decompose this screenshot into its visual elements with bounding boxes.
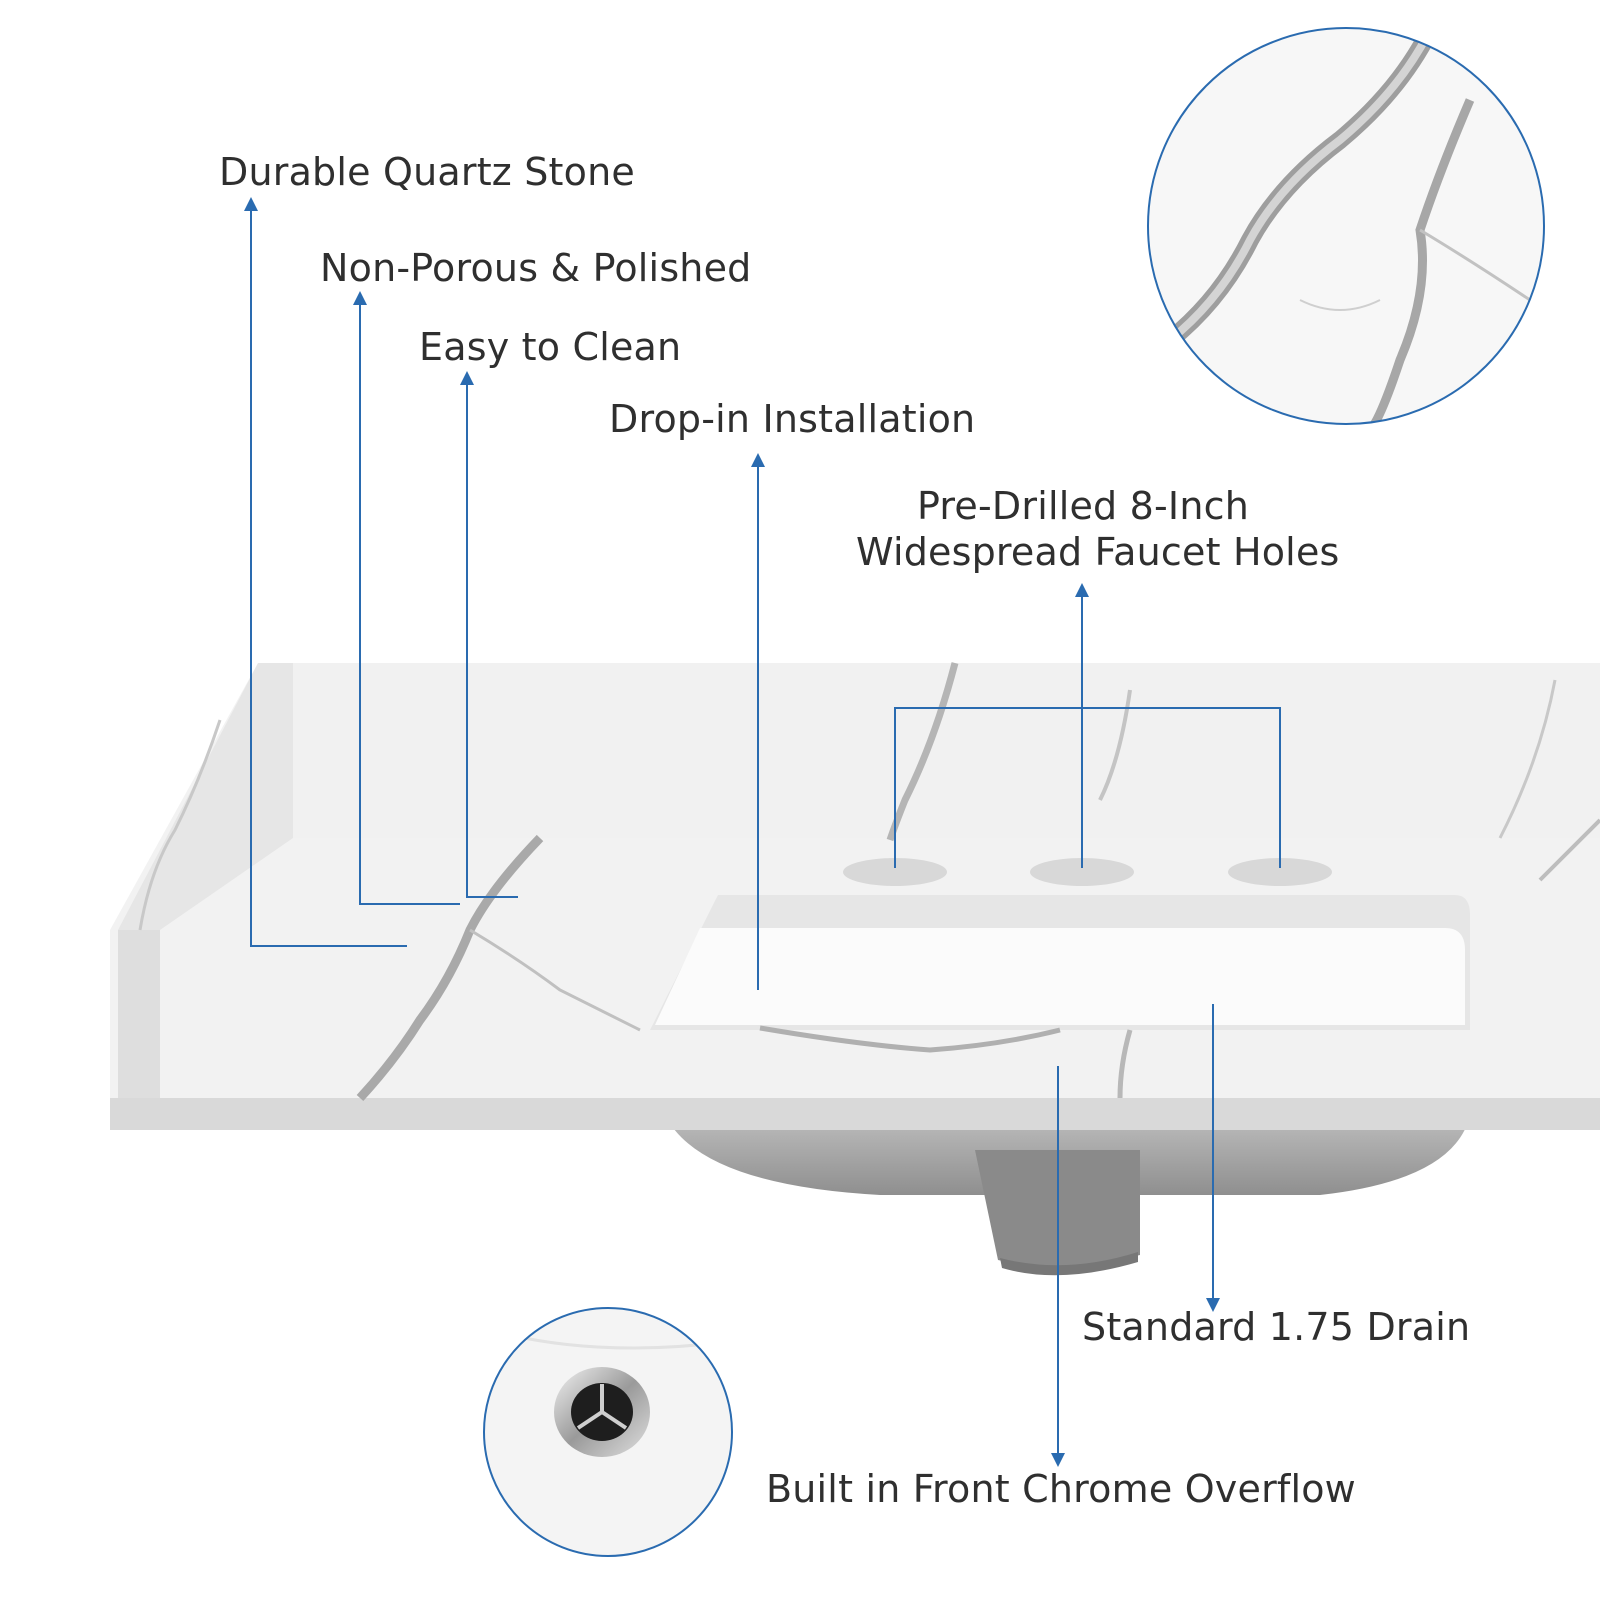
overflow-detail-inset bbox=[483, 1307, 733, 1557]
nonporous-leader bbox=[353, 291, 460, 905]
drain-label: Standard 1.75 Drain bbox=[1082, 1305, 1471, 1349]
faucet-label-line2: Widespread Faucet Holes bbox=[856, 529, 1340, 574]
overflow-label: Built in Front Chrome Overflow bbox=[766, 1467, 1356, 1511]
faucet-label-line1: Pre-Drilled 8-Inch bbox=[916, 484, 1250, 528]
clean-leader bbox=[460, 371, 518, 898]
sink-bowl-underside bbox=[665, 1115, 1470, 1276]
faucet-bracket bbox=[894, 707, 1281, 868]
quartz-countertop bbox=[110, 662, 1600, 1130]
dropin-label: Drop-in Installation bbox=[609, 397, 976, 441]
callout-leaders bbox=[244, 197, 1281, 1467]
durable-label: Durable Quartz Stone bbox=[219, 150, 635, 194]
nonporous-label: Non-Porous & Polished bbox=[320, 246, 752, 290]
durable-leader bbox=[244, 197, 407, 947]
faucet-label: Pre-Drilled 8-Inch Widespread Faucet Hol… bbox=[856, 484, 1340, 575]
marble-texture-inset bbox=[1147, 27, 1545, 425]
clean-label: Easy to Clean bbox=[419, 325, 682, 369]
